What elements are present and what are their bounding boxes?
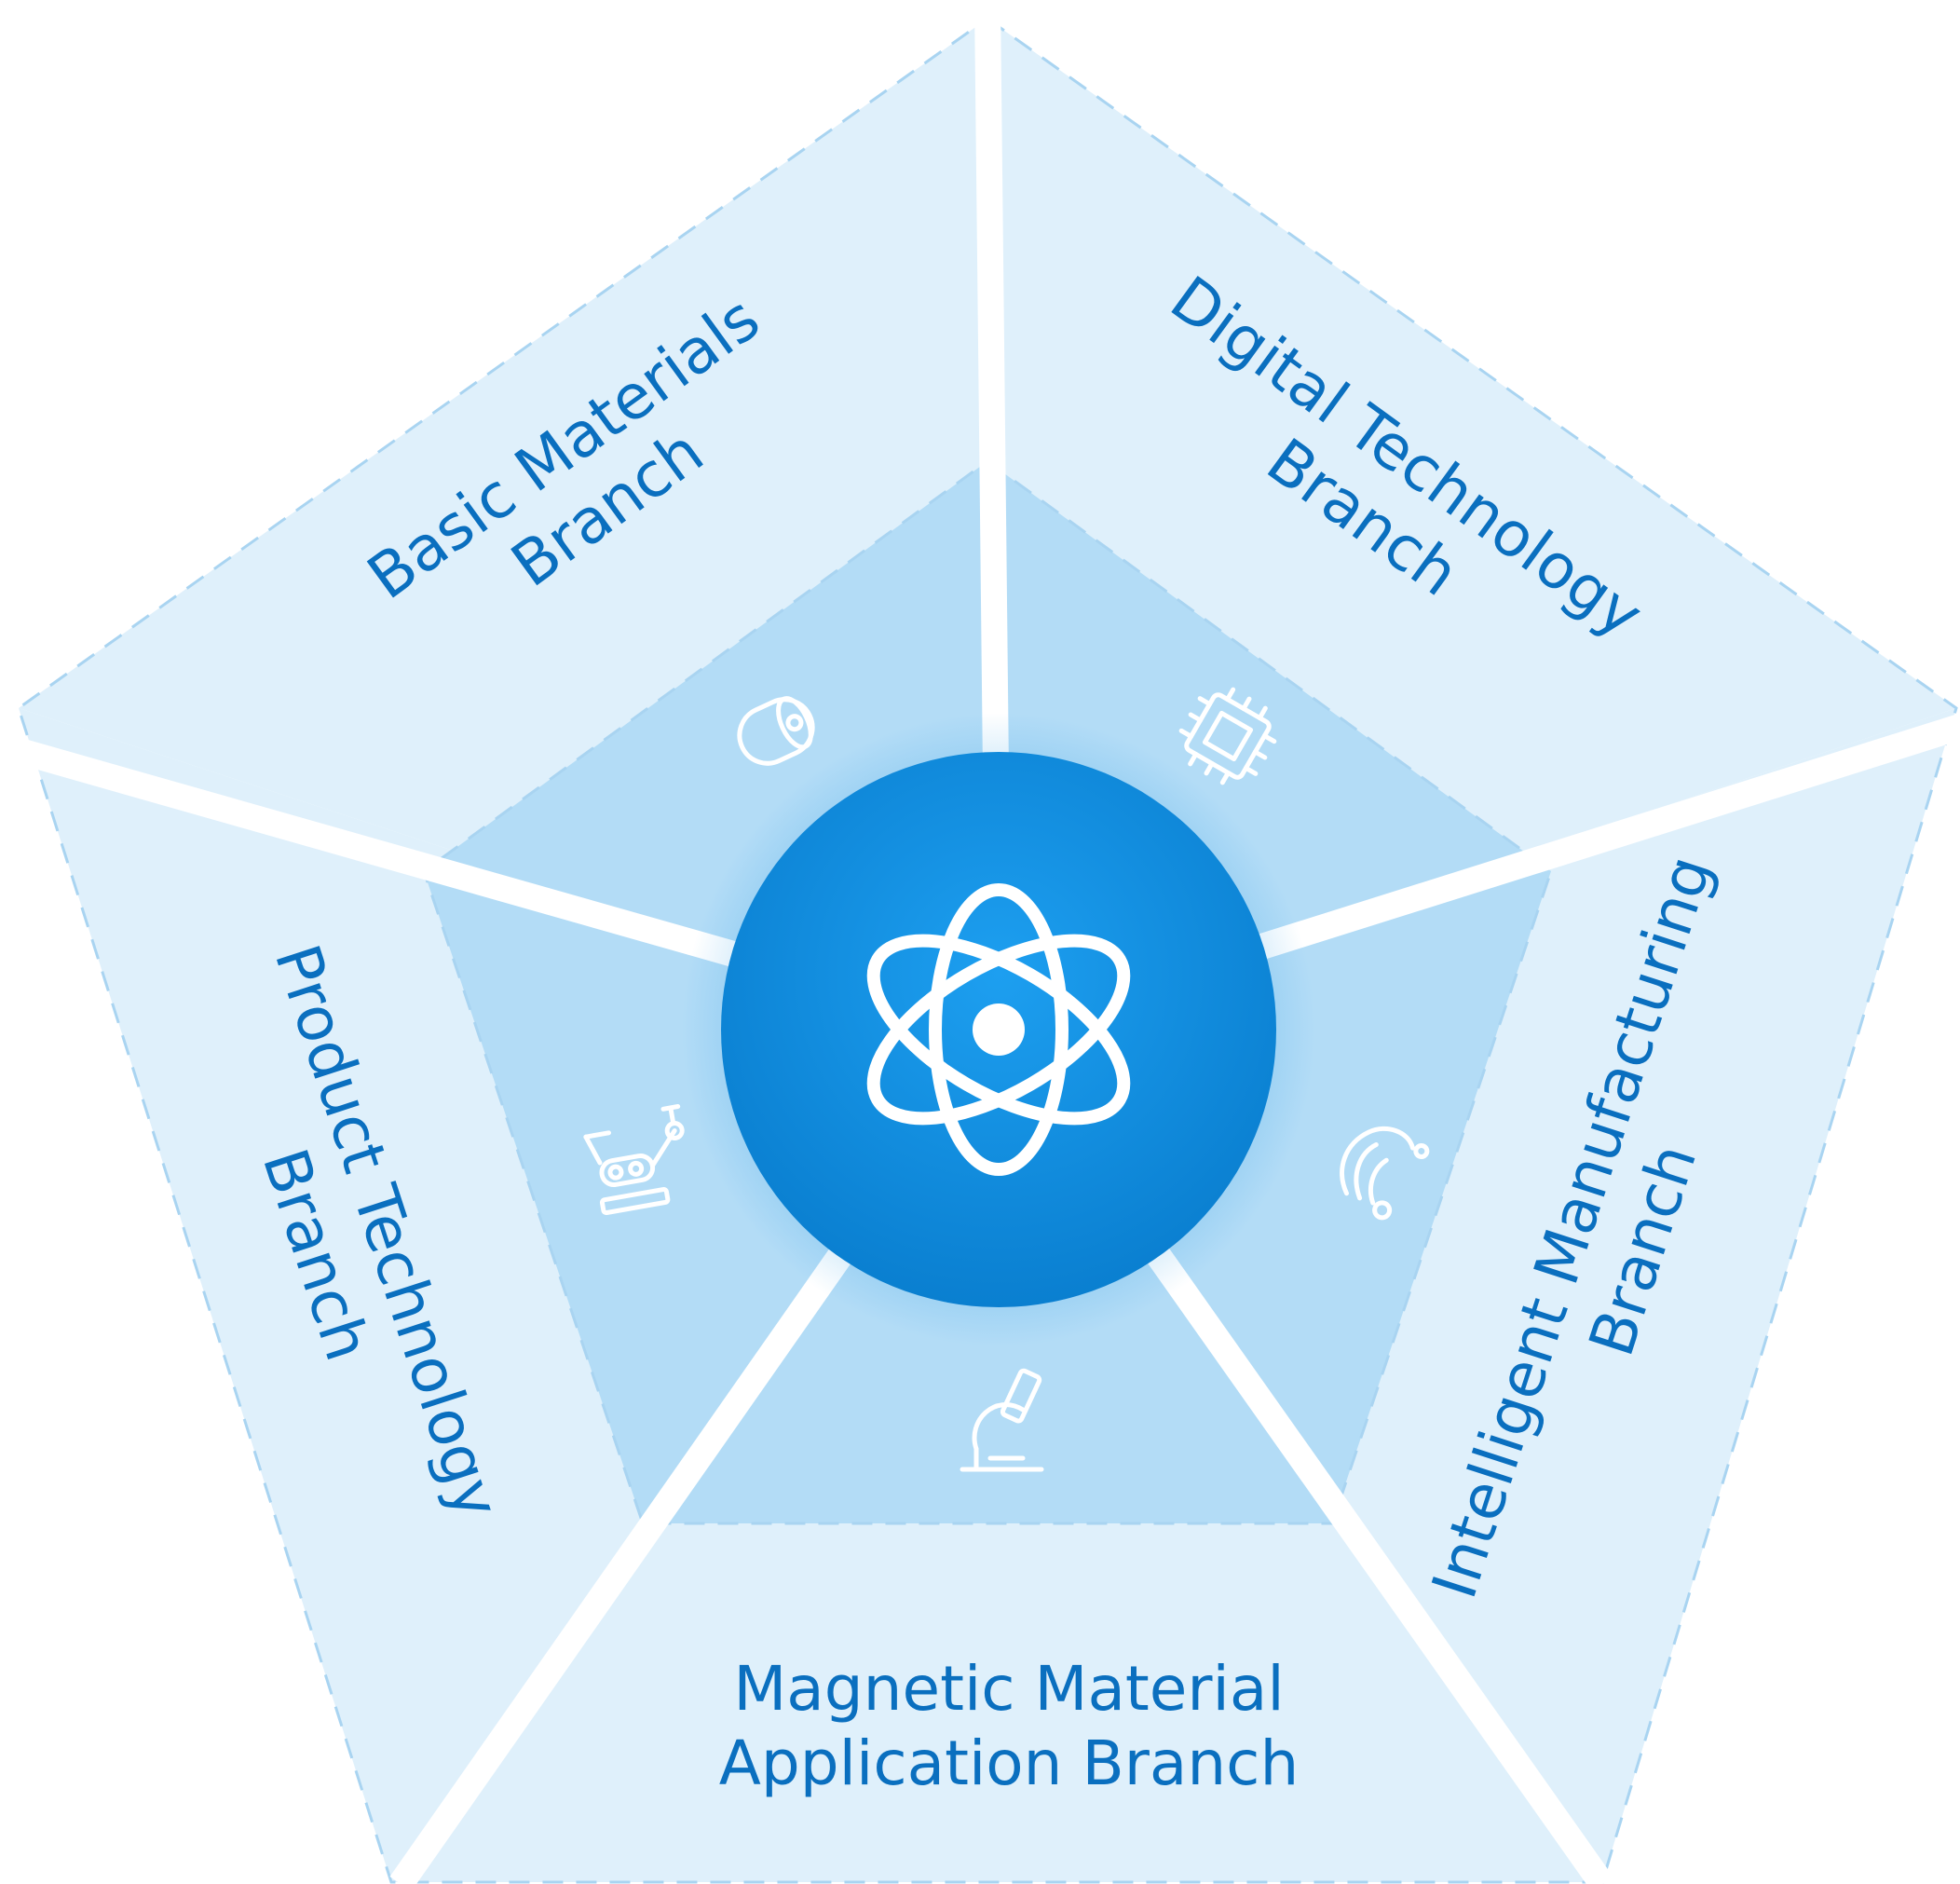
inner-outline <box>422 459 1553 1525</box>
outer-outline <box>17 17 1958 1884</box>
robot-arm-icon <box>583 1104 685 1216</box>
label-magnetic-application-line2: Application Branch <box>719 1727 1300 1799</box>
flow-pipe-icon <box>1340 1126 1430 1221</box>
chip-icon <box>1178 687 1277 785</box>
label-magnetic-application: Magnetic Material Application Branch <box>719 1653 1300 1799</box>
cylinder-core-icon <box>737 696 815 766</box>
microscope-icon <box>960 1368 1044 1472</box>
label-magnetic-application-line1: Magnetic Material <box>733 1653 1284 1725</box>
atom-icon <box>866 883 1131 1176</box>
